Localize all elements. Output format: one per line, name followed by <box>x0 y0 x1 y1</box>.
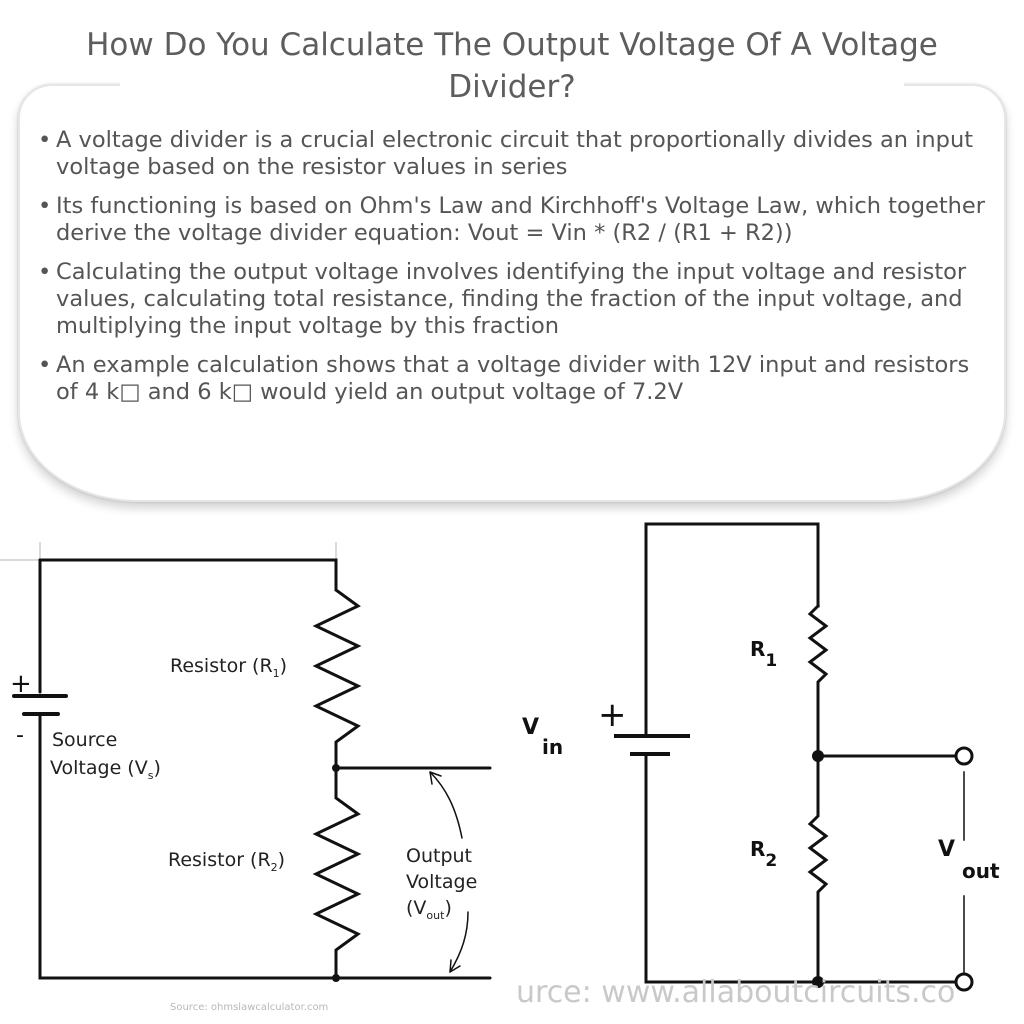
title-background <box>120 70 904 110</box>
vin-sub-label: in <box>542 735 563 759</box>
right-r1-label: R1 <box>750 637 777 671</box>
vout-terminal-bottom <box>954 972 974 992</box>
junction-top-dot <box>332 764 340 772</box>
vin-v-label: V <box>522 715 539 740</box>
output-arrow-down <box>449 911 469 973</box>
left-side-wire-bottom <box>38 714 338 980</box>
source-voltage-line2: Voltage (Vs) <box>50 757 161 782</box>
vout-v-label: V <box>938 837 955 862</box>
right-top-wire <box>644 522 820 608</box>
junction-bottom-dot <box>332 974 340 982</box>
left-top-wire <box>38 558 338 592</box>
left-circuit-diagram: + - Source Voltage (Vs) Resistor (R1) Re… <box>0 542 492 1013</box>
right-r2-zigzag <box>807 754 829 984</box>
left-diagram-source-credit: Source: ohmslawcalculator.com <box>170 1002 328 1013</box>
right-junction-bottom-dot <box>812 976 824 988</box>
output-voltage-line3: (Vout) <box>406 897 452 922</box>
resistor-r2-zigzag <box>312 766 362 980</box>
bullet-item-4: An example calculation shows that a volt… <box>38 352 988 406</box>
right-left-wire-bottom <box>644 752 820 984</box>
vout-sub-label: out <box>962 859 1000 883</box>
right-watermark: urce: www.allaboutcircuits.co <box>516 975 955 1010</box>
battery-plus-label: + <box>10 669 32 699</box>
battery-minus-label: - <box>16 723 24 748</box>
output-voltage-line1: Output <box>406 845 472 867</box>
source-voltage-line1: Source <box>52 729 117 751</box>
bullet-item-2: Its functioning is based on Ohm's Law an… <box>38 193 988 247</box>
bullet-item-1: A voltage divider is a crucial electroni… <box>38 127 988 181</box>
vout-terminal-top <box>954 746 974 766</box>
resistor-r1-zigzag <box>312 588 362 770</box>
resistor-r1-label: Resistor (R1) <box>170 655 287 680</box>
right-r1-zigzag <box>807 603 829 758</box>
right-circuit-diagram: + V in R1 R2 V out urce: www.allaboutcir… <box>516 522 1000 1010</box>
page-title: How Do You Calculate The Output Voltage … <box>86 27 938 105</box>
right-r2-label: R2 <box>750 837 777 871</box>
resistor-r2-label: Resistor (R2) <box>168 849 285 874</box>
bullet-item-3: Calculating the output voltage involves … <box>38 259 988 340</box>
output-voltage-line2: Voltage <box>406 871 477 893</box>
right-battery-plus-label: + <box>598 695 627 735</box>
output-arrow-up <box>429 771 463 839</box>
bullet-list: A voltage divider is a crucial electroni… <box>38 127 988 418</box>
right-junction-top-dot <box>812 750 824 762</box>
